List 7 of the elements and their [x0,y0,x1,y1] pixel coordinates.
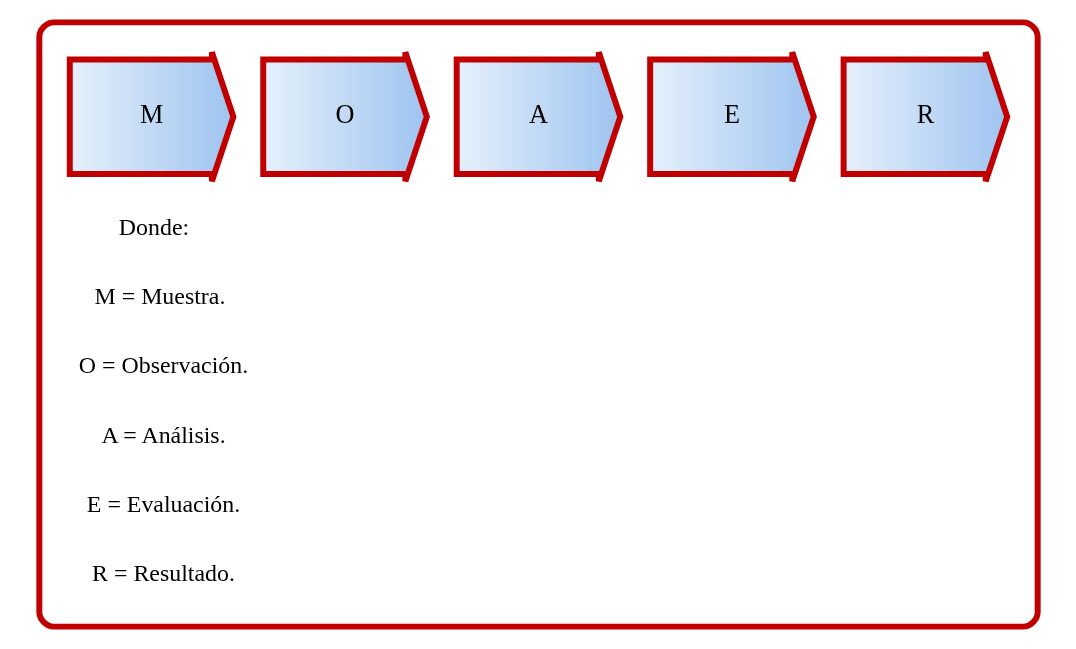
label: E = Evaluación. [86,490,240,517]
label: R = Resultado. [91,560,235,587]
label: A = Análisis. [100,421,226,448]
label: O = Observación. [78,352,248,379]
label: Donde: [118,213,189,240]
label: M = Muestra. [94,283,225,310]
cluster [35,19,1041,630]
